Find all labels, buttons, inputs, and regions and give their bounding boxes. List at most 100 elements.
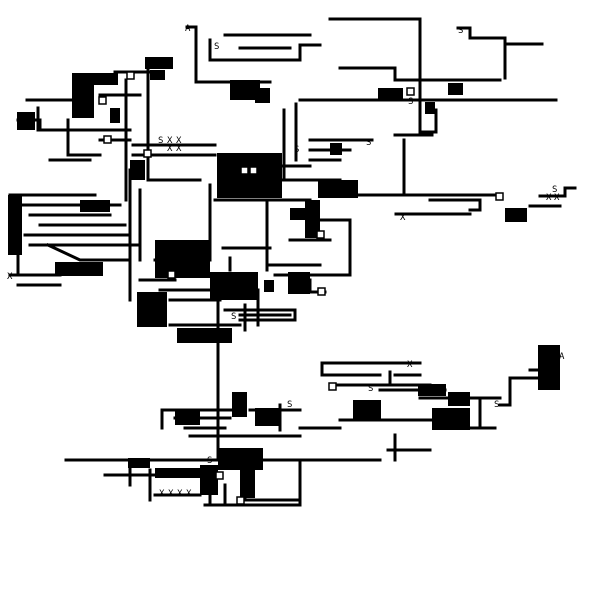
component-block — [155, 240, 210, 278]
wire — [223, 308, 297, 322]
component-block — [418, 384, 446, 396]
wire — [388, 370, 432, 387]
marker-s: S — [294, 145, 299, 155]
component-block — [378, 88, 403, 100]
component-block — [175, 410, 200, 425]
marker-x: X — [7, 272, 13, 282]
marker-x: X — [186, 489, 192, 499]
component-block — [8, 195, 22, 255]
pin-box — [249, 166, 258, 175]
wire — [328, 17, 422, 102]
component-block — [177, 328, 232, 343]
wire — [46, 243, 132, 262]
wire — [456, 26, 507, 80]
wire — [538, 186, 577, 198]
pin-box — [316, 230, 325, 239]
component-block — [448, 83, 463, 95]
pin-box — [215, 471, 224, 480]
component-block — [240, 470, 255, 498]
marker-x: X — [176, 136, 182, 146]
component-block — [448, 392, 470, 406]
marker-s: S — [368, 384, 373, 394]
wire — [338, 66, 502, 82]
wire — [428, 198, 482, 212]
pin-box — [143, 149, 152, 158]
pin-box — [317, 287, 326, 296]
marker-s: S — [214, 42, 219, 52]
component-group — [8, 57, 560, 498]
marker-a: A — [559, 352, 565, 362]
marker-x: X — [159, 489, 165, 499]
pin-box — [406, 87, 415, 96]
pin-box — [328, 382, 337, 391]
marker-s: S — [158, 136, 163, 146]
component-block — [137, 292, 167, 327]
component-block — [210, 272, 258, 300]
component-block — [538, 345, 560, 390]
component-block — [110, 108, 120, 123]
marker-s: S — [207, 456, 212, 466]
wire — [498, 376, 542, 407]
component-block — [230, 80, 260, 100]
marker-s: S — [458, 26, 463, 36]
wire-group — [8, 17, 577, 507]
component-block — [55, 262, 103, 276]
component-block — [290, 208, 305, 220]
wire — [66, 118, 102, 157]
component-block — [88, 73, 118, 85]
marker-x: X — [400, 213, 406, 223]
wire — [320, 361, 382, 377]
component-block — [200, 465, 218, 495]
component-block — [218, 448, 263, 470]
marker-x: X — [176, 144, 182, 154]
component-block — [330, 143, 342, 155]
component-block — [264, 280, 274, 292]
pin-box — [240, 166, 249, 175]
component-block — [128, 458, 150, 468]
component-block — [17, 112, 35, 130]
label-group: S S S S S S S S S S S S A A X X X X X X … — [7, 24, 565, 499]
component-block — [288, 272, 310, 294]
marker-s: S — [408, 97, 413, 107]
marker-s: S — [287, 400, 292, 410]
pin-box — [236, 496, 245, 505]
component-block — [217, 153, 282, 198]
component-block — [145, 57, 173, 69]
pin-box — [495, 192, 504, 201]
component-block — [318, 180, 358, 198]
marker-s: S — [366, 138, 371, 148]
component-block — [305, 200, 320, 238]
marker-group — [98, 71, 504, 505]
pin-box — [167, 270, 176, 279]
component-block — [232, 392, 247, 417]
marker-s: S — [552, 185, 557, 195]
pin-box — [103, 135, 112, 144]
pin-box — [126, 71, 135, 80]
component-block — [255, 88, 270, 103]
component-block — [155, 468, 203, 478]
component-block — [505, 208, 527, 222]
component-block — [353, 400, 381, 420]
marker-x: X — [554, 193, 560, 203]
component-block — [425, 102, 435, 114]
marker-x: X — [167, 144, 173, 154]
component-block — [432, 408, 470, 430]
marker-x: X — [168, 489, 174, 499]
marker-x: X — [177, 489, 183, 499]
wire — [418, 98, 438, 134]
pin-box — [98, 96, 107, 105]
wire — [203, 458, 302, 507]
marker-s: S — [494, 400, 499, 410]
wire — [208, 38, 322, 62]
marker-a: A — [185, 24, 191, 34]
component-block — [80, 200, 110, 212]
marker-x: X — [167, 136, 173, 146]
marker-s: S — [231, 312, 236, 322]
marker-x: X — [407, 360, 413, 370]
component-block — [130, 160, 145, 180]
component-block — [255, 408, 280, 426]
wire — [308, 218, 352, 277]
marker-x: X — [546, 193, 552, 203]
